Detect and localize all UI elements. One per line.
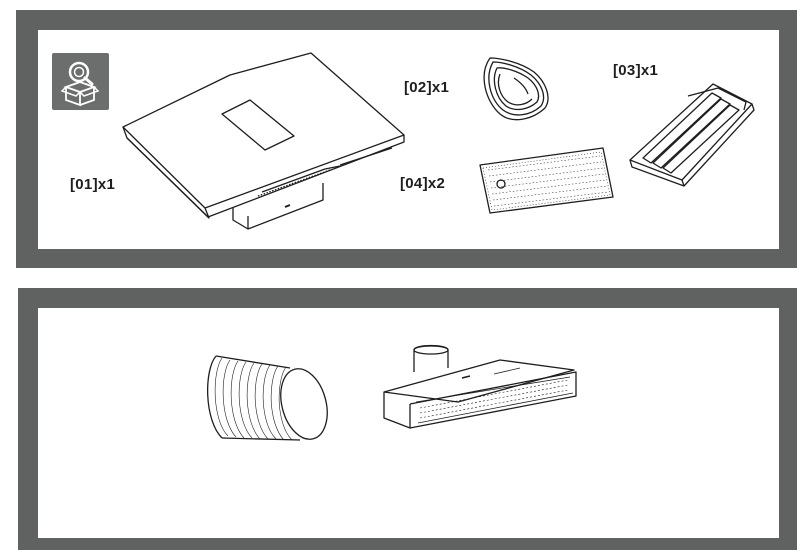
grille-drawing [629, 83, 755, 187]
perforated-filter-drawing [479, 147, 614, 214]
cooktop-with-extractor-drawing [122, 52, 405, 230]
accessories-panel [18, 288, 797, 550]
part-label-04: [04]x2 [400, 175, 446, 192]
part-label-01: [01]x1 [70, 176, 116, 193]
plinth-unit-drawing [383, 344, 577, 429]
package-inspection-icon [52, 53, 109, 110]
flexible-duct-drawing [207, 355, 328, 441]
gasket-coil-drawing [483, 57, 549, 121]
part-label-03: [03]x1 [613, 62, 659, 79]
part-label-02: [02]x1 [404, 79, 450, 96]
